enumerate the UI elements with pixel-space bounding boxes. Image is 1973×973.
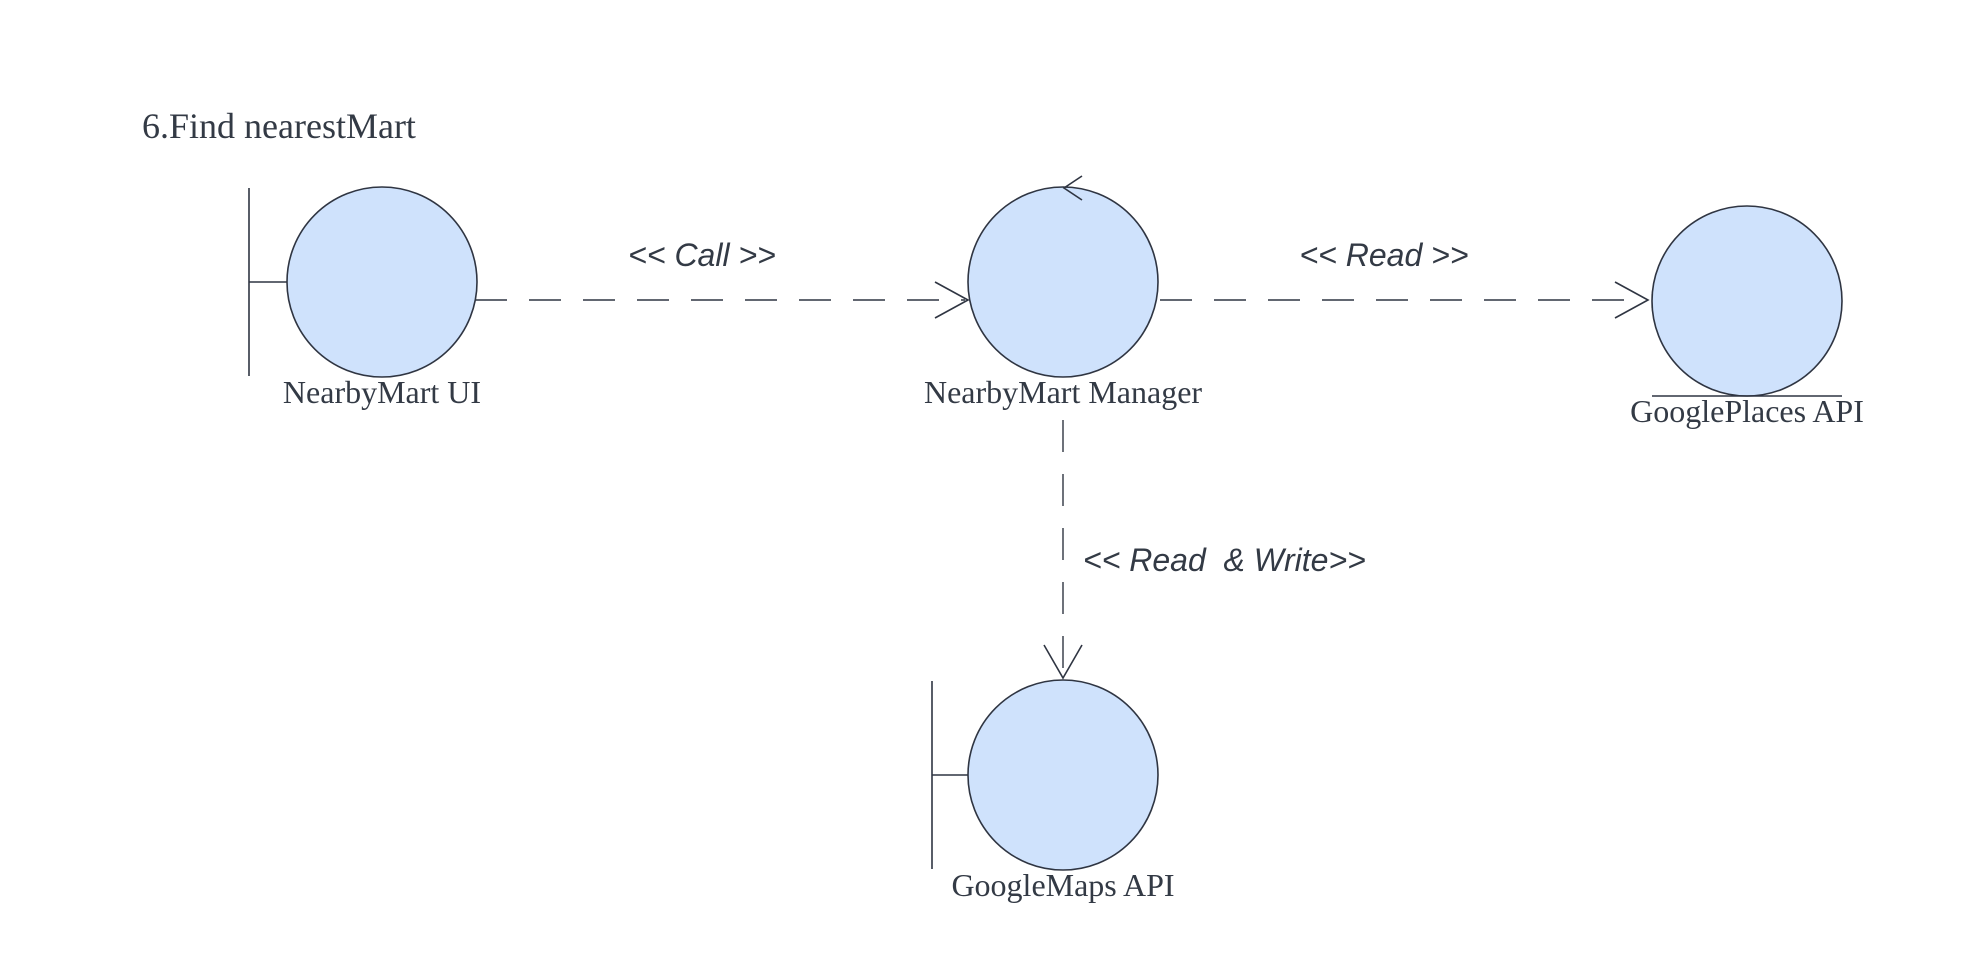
edge-read-write-label: << Read & Write>>	[1083, 542, 1366, 578]
node-nearbymart-ui[interactable]: NearbyMart UI	[248, 186, 481, 410]
boundary-circle	[286, 186, 478, 378]
edge-call-label: << Call >>	[628, 237, 776, 273]
entity-circle	[1651, 205, 1843, 397]
node-label-nearbymart-ui: NearbyMart UI	[283, 374, 481, 410]
edge-call[interactable]: << Call >>	[475, 237, 970, 319]
edge-read-label: << Read >>	[1299, 237, 1468, 273]
edge-read-write-arrowhead	[1043, 644, 1083, 680]
node-nearbymart-manager[interactable]: NearbyMart Manager	[924, 175, 1202, 410]
node-label-nearbymart-manager: NearbyMart Manager	[924, 374, 1202, 410]
node-label-googlemaps-api: GoogleMaps API	[951, 867, 1174, 903]
node-googlemaps-api[interactable]: GoogleMaps API	[931, 679, 1175, 903]
control-circle	[967, 186, 1159, 378]
edge-read[interactable]: << Read >>	[1160, 237, 1650, 319]
node-label-googleplaces-api: GooglePlaces API	[1630, 393, 1864, 429]
edge-read-arrowhead	[1614, 281, 1650, 319]
control-arrow	[1062, 175, 1083, 201]
boundary-circle	[967, 679, 1159, 871]
node-googleplaces-api[interactable]: GooglePlaces API	[1630, 205, 1864, 429]
edge-read-write[interactable]: << Read & Write>>	[1043, 420, 1366, 680]
diagram-title: 6.Find nearestMart	[142, 106, 416, 146]
edge-call-arrowhead	[934, 281, 970, 319]
